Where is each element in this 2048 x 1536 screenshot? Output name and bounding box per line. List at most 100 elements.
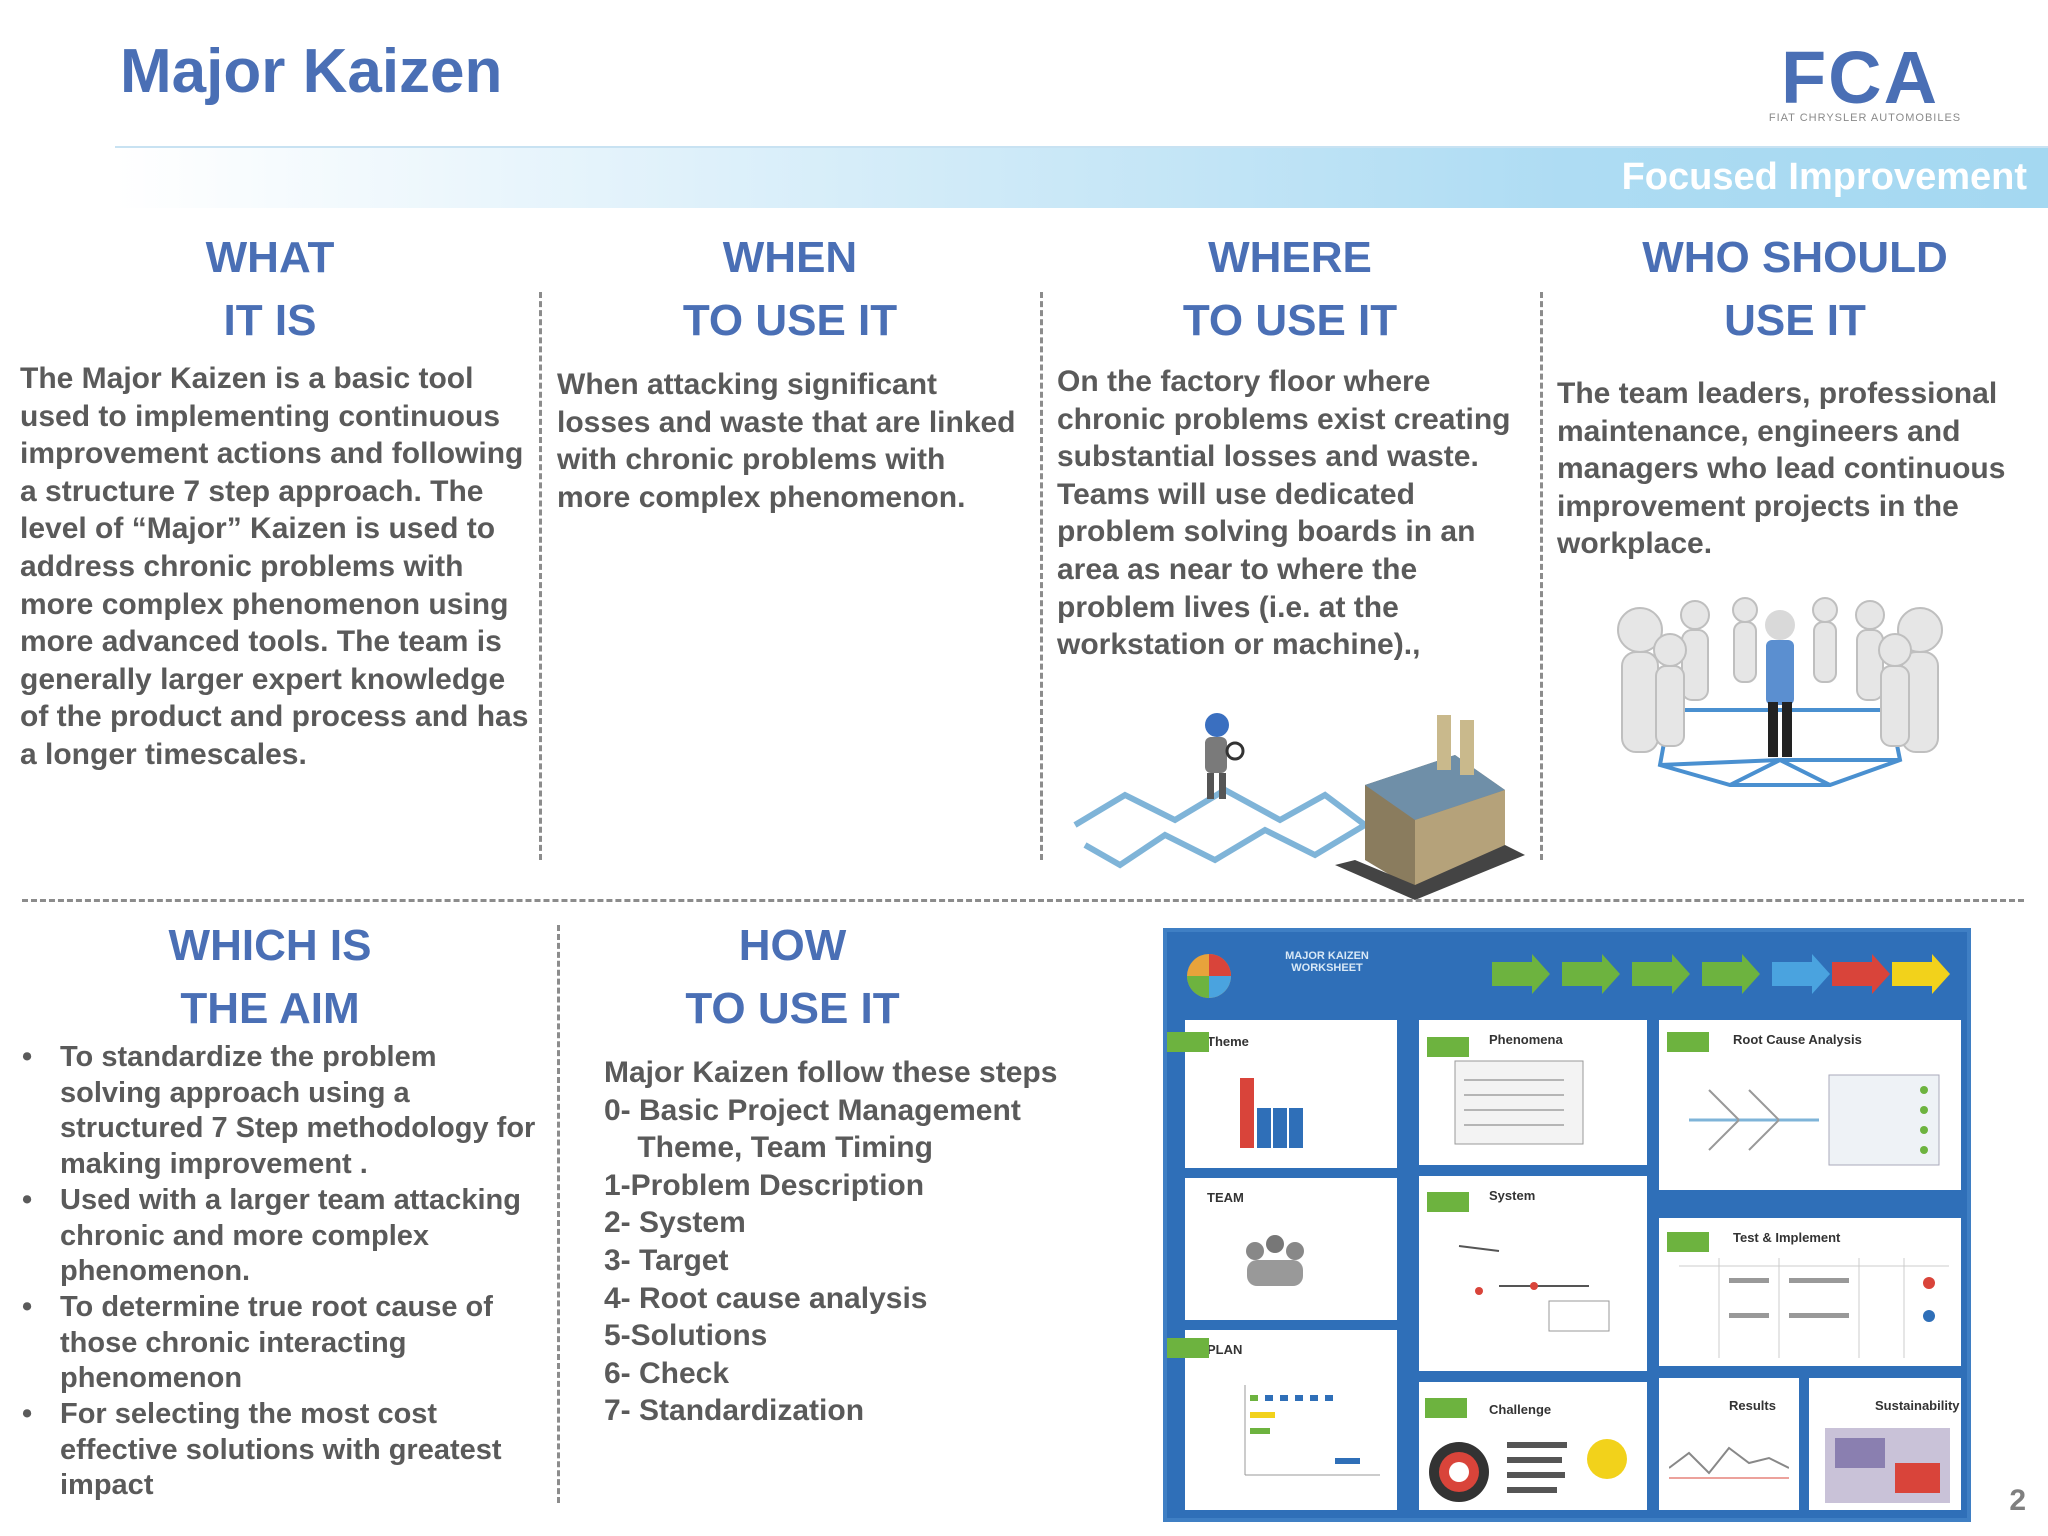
how-step: 3- Target xyxy=(604,1243,729,1277)
worksheet-panel-theme: Theme xyxy=(1185,1020,1397,1168)
step-tag-icon xyxy=(1667,1232,1709,1252)
who-heading: WHO SHOULD USE IT xyxy=(1545,226,2045,352)
panel-label: Theme xyxy=(1207,1034,1249,1049)
results-line-chart-icon xyxy=(1669,1446,1789,1479)
team-network-illustration xyxy=(1617,597,1943,787)
factory-illustration xyxy=(1073,713,1525,900)
column-divider xyxy=(557,925,560,1503)
how-heading-line2: TO USE IT xyxy=(685,984,900,1033)
how-step: 1-Problem Description xyxy=(604,1168,925,1202)
column-divider xyxy=(539,292,542,860)
team-group-icon xyxy=(1246,1235,1304,1286)
step-tag-icon xyxy=(1167,1032,1209,1052)
how-step: 5-Solutions xyxy=(604,1319,768,1353)
worksheet-header: MAJOR KAIZEN WORKSHEET xyxy=(1167,932,1967,1004)
panel-label: Results xyxy=(1729,1398,1776,1413)
where-body: On the factory floor where chronic probl… xyxy=(1057,365,1511,662)
who-heading-line1: WHO SHOULD xyxy=(1642,233,1948,282)
where-heading: WHERE TO USE IT xyxy=(1045,226,1535,352)
aim-heading: WHICH IS THE AIM xyxy=(20,914,520,1040)
where-heading-line2: TO USE IT xyxy=(1182,296,1398,345)
factory-building-icon xyxy=(1335,715,1525,900)
panel-label: Challenge xyxy=(1489,1402,1552,1417)
worksheet-panel-team: TEAM xyxy=(1185,1178,1397,1320)
what-heading-line1: WHAT xyxy=(205,233,335,282)
title-divider xyxy=(115,146,2048,148)
how-step: 2- System xyxy=(604,1206,746,1240)
who-heading-line2: USE IT xyxy=(1724,296,1866,345)
worksheet-panel-test-implement: Test & Implement xyxy=(1659,1218,1961,1366)
network-links-icon xyxy=(1657,708,1903,787)
step-arrow-icon xyxy=(1772,954,1830,994)
aim-bullet: For selecting the most cost effective so… xyxy=(20,1397,545,1504)
aim-heading-line1: WHICH IS xyxy=(168,921,372,970)
how-step: 4- Root cause analysis xyxy=(604,1281,928,1315)
column-divider xyxy=(1040,292,1043,860)
worksheet-panel-plan: PLAN xyxy=(1185,1330,1397,1510)
how-step: 0- Basic Project Management xyxy=(604,1093,1021,1127)
column-divider xyxy=(1540,292,1543,860)
step-tag-icon xyxy=(1427,1037,1469,1057)
bar-chart-icon xyxy=(1240,1078,1303,1148)
fishbone-diagram-icon xyxy=(1689,1074,1940,1166)
challenge-target-icon xyxy=(1429,1439,1627,1502)
what-body: The Major Kaizen is a basic tool used to… xyxy=(20,362,529,771)
panel-label: Root Cause Analysis xyxy=(1733,1032,1862,1047)
how-step: Major Kaizen follow these steps xyxy=(604,1056,1058,1089)
step-tag-icon xyxy=(1167,1338,1209,1358)
row-divider xyxy=(22,899,2024,902)
step-tag-icon xyxy=(1427,1192,1469,1212)
worksheet-logo-icon xyxy=(1187,954,1231,998)
what-heading: WHAT IT IS xyxy=(20,226,520,352)
section-banner: Focused Improvement xyxy=(115,148,2048,208)
panel-label: TEAM xyxy=(1207,1190,1244,1205)
sustainability-photo-icon xyxy=(1825,1428,1950,1503)
step-tag-icon xyxy=(1667,1032,1709,1052)
aim-bullet: To determine true root cause of those ch… xyxy=(20,1290,545,1397)
aim-heading-line2: THE AIM xyxy=(180,984,360,1033)
step-arrow-icon xyxy=(1562,954,1620,994)
leader-figure-icon xyxy=(1765,610,1795,757)
action-table-icon xyxy=(1679,1258,1949,1358)
fca-logo: FCA FIAT CHRYSLER AUTOMOBILES xyxy=(1745,38,1975,128)
worksheet-title: MAJOR KAIZEN WORKSHEET xyxy=(1285,950,1369,974)
how-step: 7- Standardization xyxy=(604,1394,865,1428)
phenomena-form-icon xyxy=(1454,1060,1584,1145)
worksheet-panel-results: Results xyxy=(1659,1378,1799,1510)
when-heading: WHEN TO USE IT xyxy=(545,226,1035,352)
step-arrows xyxy=(1492,954,1950,994)
how-step: 6- Check xyxy=(604,1356,730,1390)
panel-label: Test & Implement xyxy=(1733,1230,1841,1245)
aim-bullet: To standardize the problem solving appro… xyxy=(20,1040,545,1183)
how-heading: HOW TO USE IT xyxy=(565,914,1020,1040)
banner-text: Focused Improvement xyxy=(1621,156,2027,198)
worksheet-panel-sustainability: Sustainability xyxy=(1809,1378,1961,1510)
when-heading-line2: TO USE IT xyxy=(682,296,898,345)
panel-label: PLAN xyxy=(1207,1342,1243,1357)
step-tag-icon xyxy=(1425,1398,1467,1418)
gantt-chart-icon xyxy=(1244,1385,1380,1476)
step-arrow-icon xyxy=(1832,954,1890,994)
how-step: Theme, Team Timing xyxy=(604,1131,933,1165)
system-diagram-icon xyxy=(1458,1245,1610,1332)
how-heading-line1: HOW xyxy=(738,921,847,970)
conveyor-line-icon xyxy=(1073,786,1371,869)
logo-subtext: FIAT CHRYSLER AUTOMOBILES xyxy=(1768,112,1962,124)
where-heading-line1: WHERE xyxy=(1208,233,1372,282)
panel-label: Sustainability xyxy=(1875,1398,1960,1413)
worker-icon xyxy=(1205,713,1245,799)
aim-bullet: Used with a larger team attacking chroni… xyxy=(20,1183,545,1290)
aim-bullet-list: To standardize the problem solving appro… xyxy=(20,1040,545,1504)
when-heading-line1: WHEN xyxy=(722,233,858,282)
step-arrow-icon xyxy=(1632,954,1690,994)
panel-label: System xyxy=(1489,1188,1536,1203)
page-number: 2 xyxy=(2009,1484,2026,1517)
people-icon xyxy=(1617,597,1943,753)
worksheet-panel-phenomena: Phenomena xyxy=(1419,1020,1647,1165)
when-body: When attacking significant losses and wa… xyxy=(557,368,1016,514)
step-arrow-icon xyxy=(1892,954,1950,994)
step-arrow-icon xyxy=(1702,954,1760,994)
how-steps: Major Kaizen follow these steps 0- Basic… xyxy=(604,1054,1144,1430)
worksheet-panel-root-cause: Root Cause Analysis xyxy=(1659,1020,1961,1190)
kaizen-worksheet-board: MAJOR KAIZEN WORKSHEET Theme TEAM PLAN xyxy=(1163,928,1971,1522)
